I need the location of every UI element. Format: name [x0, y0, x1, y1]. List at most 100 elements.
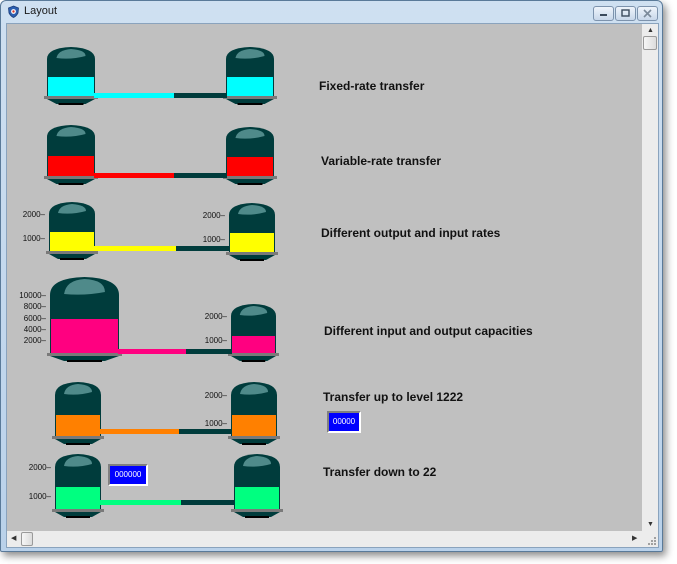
- tank-dome-highlight: [56, 127, 86, 137]
- tank-dome-highlight: [235, 49, 265, 59]
- app-icon: [8, 5, 19, 18]
- pipe-empty: [173, 173, 227, 178]
- tank-foot: [47, 179, 95, 184]
- tank-liquid: [48, 156, 94, 176]
- tank-sole: [60, 258, 84, 260]
- scale-tick-label: 1000–: [204, 419, 227, 428]
- tank-liquid: [230, 233, 274, 252]
- maximize-icon: [621, 9, 630, 17]
- tank-foot: [226, 179, 274, 184]
- tank-sole: [237, 103, 263, 105]
- tank-sole: [245, 516, 269, 518]
- scroll-left-icon[interactable]: ◀: [11, 535, 17, 542]
- tank-sole: [66, 360, 103, 362]
- tank-sole: [241, 360, 266, 362]
- source-tank: [44, 46, 103, 106]
- scale-tick-label: 1000–: [202, 235, 225, 244]
- scale-tick-label: 8000–: [23, 302, 46, 312]
- target-tank: [231, 453, 288, 519]
- tank-base-plate: [52, 509, 104, 512]
- tank-liquid: [56, 487, 100, 509]
- tank-foot: [226, 99, 274, 104]
- close-icon: [643, 9, 652, 18]
- tank-foot: [49, 254, 95, 259]
- tank-liquid: [235, 487, 279, 509]
- transfer-label: Fixed-rate transfer: [319, 79, 425, 93]
- target-tank: [228, 381, 285, 446]
- scale-tick-label: 2000–: [204, 391, 227, 400]
- tank-liquid: [48, 77, 94, 96]
- horizontal-scroll-thumb[interactable]: [21, 532, 33, 546]
- scale-tick-label: 1000–: [28, 492, 51, 501]
- tank-dome-highlight: [56, 49, 86, 59]
- scale-tick-label: 2000–: [204, 312, 227, 321]
- tank-sole: [66, 443, 90, 445]
- tank-base-plate: [47, 353, 122, 356]
- vertical-scrollbar[interactable]: ▲ ▼: [642, 24, 658, 531]
- scale-tick-label: 4000–: [23, 324, 46, 334]
- scale-tick-label: 1000–: [204, 336, 227, 345]
- tank-dome-highlight: [58, 204, 86, 214]
- tank-sole: [58, 103, 84, 105]
- tank-dome-highlight: [243, 456, 271, 467]
- tank-dome-highlight: [238, 205, 266, 215]
- transfer-label: Different output and input rates: [321, 226, 501, 240]
- tank-liquid: [227, 157, 273, 176]
- transfer-label: Transfer up to level 1222: [323, 390, 464, 404]
- tank-liquid: [232, 336, 275, 353]
- scroll-down-icon[interactable]: ▼: [647, 521, 654, 528]
- tank-foot: [231, 439, 277, 444]
- scale-tick-label: 6000–: [23, 313, 46, 323]
- title-bar[interactable]: Layout: [1, 1, 662, 23]
- tank-liquid: [227, 77, 273, 96]
- source-tank: [44, 124, 103, 186]
- target-tank: [223, 46, 282, 106]
- tank-sole: [240, 259, 264, 261]
- tank-liquid: [51, 319, 118, 353]
- transfer-label: Transfer down to 22: [323, 465, 437, 479]
- target-tank: [226, 202, 283, 262]
- resize-grip-icon: [648, 537, 656, 545]
- scroll-up-icon[interactable]: ▲: [647, 27, 654, 34]
- tank-dome-highlight: [64, 279, 105, 295]
- window-title: Layout: [24, 5, 58, 17]
- tank-foot: [234, 512, 280, 517]
- tank-dome-highlight: [235, 129, 265, 139]
- tank-sole: [237, 183, 263, 185]
- vertical-scroll-thumb[interactable]: [643, 36, 657, 50]
- tank-foot: [55, 512, 101, 517]
- minimize-button[interactable]: [593, 6, 614, 21]
- pipe-filled: [118, 349, 187, 354]
- pipe-filled: [100, 500, 181, 505]
- pipe-filled: [94, 93, 174, 98]
- tank-liquid: [56, 415, 100, 436]
- close-button[interactable]: [637, 6, 658, 21]
- pipe-empty: [179, 429, 232, 434]
- tank-base-plate: [228, 353, 279, 356]
- tank-sole: [242, 443, 266, 445]
- tank-base-plate: [231, 509, 283, 512]
- scroll-right-icon[interactable]: ▶: [632, 535, 638, 542]
- tank-base-plate: [44, 96, 98, 99]
- transfer-label: Different input and output capacities: [324, 324, 533, 338]
- scale-tick-label: 2000–: [23, 336, 46, 345]
- horizontal-scrollbar[interactable]: ◀ ▶: [7, 531, 642, 547]
- transfer-label: Variable-rate transfer: [321, 154, 442, 168]
- source-tank: [47, 276, 127, 363]
- pipe-empty: [173, 93, 227, 98]
- scale-tick-label: 2000–: [22, 210, 45, 219]
- tank-foot: [47, 99, 95, 104]
- scale-tick-label: 2000–: [28, 463, 51, 472]
- source-tank: [52, 453, 109, 519]
- level-display: 00000: [327, 411, 361, 433]
- target-tank: [223, 126, 282, 186]
- resize-grip[interactable]: [642, 531, 658, 547]
- tank-liquid: [50, 232, 94, 251]
- tank-base-plate: [52, 436, 104, 439]
- tank-base-plate: [46, 251, 98, 254]
- tank-dome-highlight: [239, 306, 268, 316]
- maximize-button[interactable]: [615, 6, 636, 21]
- tank-sole: [66, 516, 90, 518]
